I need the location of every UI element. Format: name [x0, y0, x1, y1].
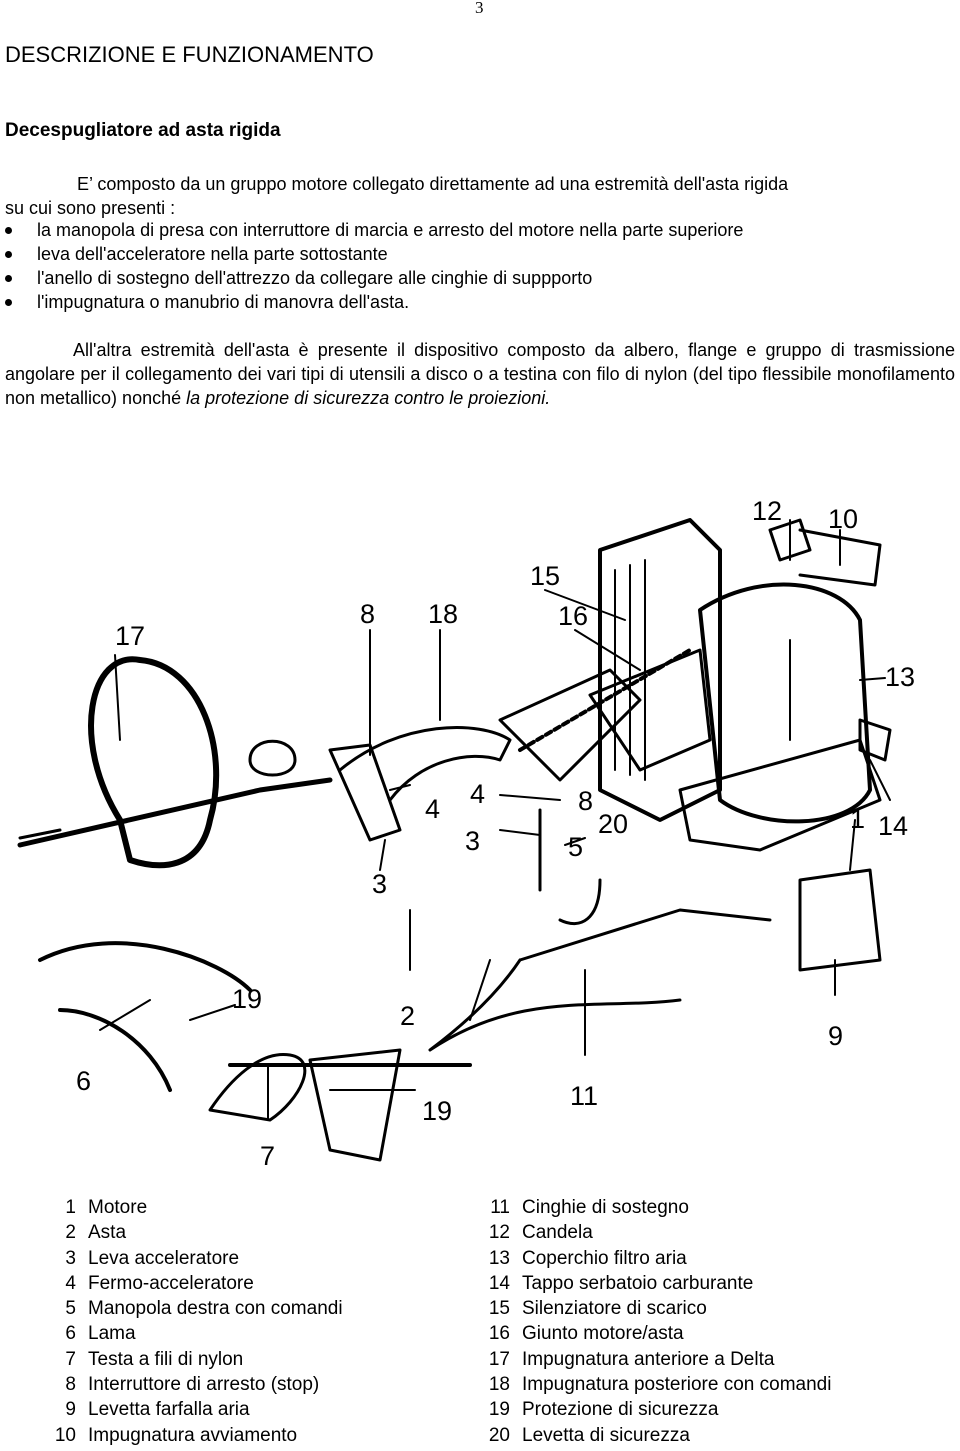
label-8b: 8 — [578, 786, 593, 816]
bullet-icon — [5, 227, 12, 234]
intro-first-line: E’ composto da un gruppo motore collegat… — [77, 174, 789, 194]
air-filter-cover — [698, 582, 872, 824]
label-18: 18 — [428, 599, 458, 629]
bullet-icon — [5, 299, 12, 306]
blade-guard — [38, 941, 252, 1092]
label-7: 7 — [260, 1141, 275, 1171]
label-3b: 3 — [465, 826, 480, 856]
label-10: 10 — [828, 504, 858, 534]
label-17: 17 — [115, 621, 145, 651]
label-4b: 4 — [470, 779, 485, 809]
nylon-head-guard — [308, 1048, 402, 1162]
label-4a: 4 — [425, 794, 440, 824]
paragraph-text: All'altra estremità dell'asta è presente… — [5, 340, 955, 408]
label-6: 6 — [76, 1066, 91, 1096]
label-5: 5 — [568, 832, 583, 862]
feature-list: la manopola di presa con interruttore di… — [5, 218, 743, 314]
label-2: 2 — [400, 1001, 415, 1031]
label-1: 1 — [850, 804, 865, 834]
label-16: 16 — [558, 601, 588, 631]
intro-text: E’ composto da un gruppo motore collegat… — [5, 172, 957, 220]
description-paragraph: All'altra estremità dell'asta è presente… — [5, 338, 955, 410]
page-number: 3 — [475, 0, 484, 17]
label-14: 14 — [878, 811, 908, 841]
brushcutter-diagram: 1 2 3 3 4 4 5 6 7 8 8 9 10 11 12 13 14 1… — [17, 496, 915, 1171]
label-3a: 3 — [372, 869, 387, 899]
label-19b: 19 — [422, 1096, 452, 1126]
shaft — [17, 777, 333, 848]
fuel-tank — [678, 738, 882, 852]
intro-second-line: su cui sono presenti : — [5, 198, 176, 218]
bullet-icon — [5, 275, 12, 282]
diagram-labels: 1 2 3 3 4 4 5 6 7 8 8 9 10 11 12 13 14 1… — [76, 496, 915, 1171]
harness — [428, 908, 772, 1052]
list-item: la manopola di presa con interruttore di… — [5, 218, 743, 242]
label-9: 9 — [828, 1021, 843, 1051]
label-15: 15 — [530, 561, 560, 591]
page-title: DESCRIZIONE E FUNZIONAMENTO — [5, 42, 374, 67]
motor-coupling — [498, 668, 642, 782]
label-20: 20 — [598, 809, 628, 839]
label-19a: 19 — [232, 984, 262, 1014]
label-12: 12 — [752, 496, 782, 526]
rear-handle — [328, 743, 402, 842]
list-item: l'impugnatura o manubrio di manovra dell… — [5, 290, 743, 314]
label-13: 13 — [885, 662, 915, 692]
label-8a: 8 — [360, 599, 375, 629]
list-item: l'anello di sostegno dell'attrezzo da co… — [5, 266, 743, 290]
list-item: leva dell'acceleratore nella parte sotto… — [5, 242, 743, 266]
bullet-icon — [5, 251, 12, 258]
delta-handle — [88, 656, 220, 869]
section-subtitle: Decespugliatore ad asta rigida — [5, 120, 281, 141]
label-11: 11 — [570, 1081, 598, 1111]
paragraph-italic: la protezione di sicurezza contro le pro… — [186, 388, 551, 408]
